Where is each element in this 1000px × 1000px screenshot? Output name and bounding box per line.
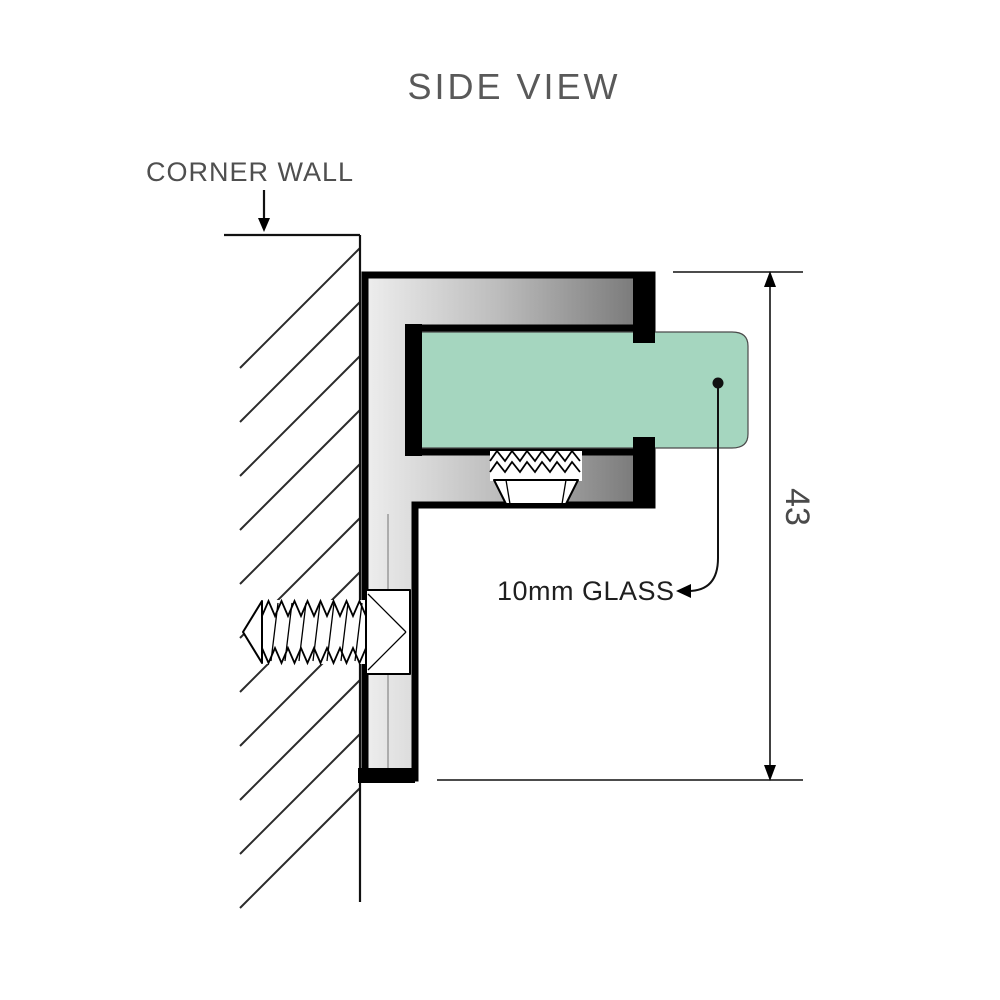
corner-wall-label: CORNER WALL <box>146 157 354 187</box>
screw-head-countersink <box>367 593 407 671</box>
grub-screw <box>489 449 582 505</box>
screw-thread-top <box>261 598 367 619</box>
glass-leader-line <box>687 385 719 592</box>
glass-label: 10mm GLASS <box>497 576 675 606</box>
grub-screw-thread-2 <box>489 460 581 474</box>
diagram-title: SIDE VIEW <box>407 66 620 107</box>
grub-screw-thread-1 <box>489 449 581 463</box>
corner-wall-arrowhead-icon <box>258 218 270 232</box>
grub-screw-cup-detail <box>505 479 567 505</box>
grub-screw-cup <box>493 479 579 505</box>
clamp-lip-bottom <box>633 437 655 508</box>
screw-head <box>365 589 411 675</box>
channel-inner-edge <box>405 324 422 456</box>
glass-leader-dot <box>712 377 724 389</box>
bracket-foot-cap <box>358 768 415 783</box>
wall-hatching <box>239 247 361 909</box>
wall-screw <box>242 589 411 675</box>
grub-screw-body <box>490 451 582 481</box>
corner-wall <box>224 233 362 909</box>
screw-thread-lines <box>270 602 363 662</box>
glass-panel <box>419 331 749 449</box>
dim-arrowhead-bottom-icon <box>764 765 776 781</box>
dim-arrowhead-top-icon <box>764 271 776 287</box>
dimension-43: 43 <box>437 271 816 781</box>
clamp-lip-top <box>633 272 655 343</box>
screw-tip <box>242 600 263 664</box>
dim-value: 43 <box>778 488 816 526</box>
glass-leader-arrowhead-icon <box>676 584 691 598</box>
